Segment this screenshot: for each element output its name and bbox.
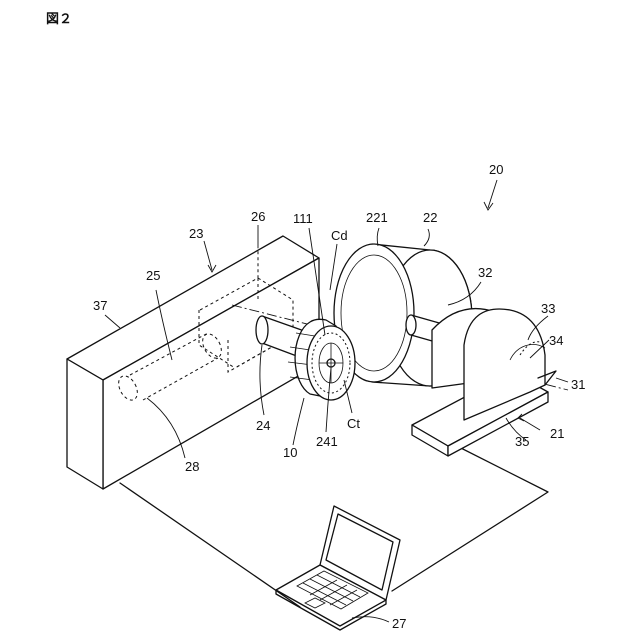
- label-25: 25: [146, 268, 160, 283]
- leader-31: [556, 378, 568, 382]
- label-28: 28: [185, 459, 199, 474]
- label-24: 24: [256, 418, 270, 433]
- leader-37: [105, 315, 120, 328]
- housing-23: [67, 236, 319, 489]
- label-241: 241: [316, 434, 338, 449]
- leader-Cd: [330, 244, 337, 290]
- bearing-stand-21: [412, 309, 556, 456]
- shaft-32-end: [406, 315, 416, 335]
- leader-221: [377, 228, 379, 246]
- leader-22: [424, 229, 429, 246]
- label-31: 31: [571, 377, 585, 392]
- cable-right: [392, 440, 548, 591]
- label-221: 221: [366, 210, 388, 225]
- label-22: 22: [423, 210, 437, 225]
- housing-front-face: [67, 359, 103, 489]
- leader-27: [352, 617, 389, 622]
- label-23: 23: [189, 226, 203, 241]
- label-111: 111: [293, 211, 313, 226]
- label-26: 26: [251, 209, 265, 224]
- leader-10: [293, 398, 304, 445]
- label-32: 32: [478, 265, 492, 280]
- label-Cd: Cd: [331, 228, 348, 243]
- shaft-end: [256, 316, 268, 344]
- label-21: 21: [550, 426, 564, 441]
- leader-21: [520, 418, 540, 430]
- laptop-27: [276, 506, 400, 630]
- label-35: 35: [515, 434, 529, 449]
- label-33: 33: [541, 301, 555, 316]
- label-34: 34: [549, 333, 563, 348]
- figure-title: 図２: [46, 12, 72, 27]
- cable-left: [120, 483, 300, 607]
- label-10: 10: [283, 445, 297, 460]
- label-20: 20: [489, 162, 503, 177]
- label-Ct: Ct: [347, 416, 360, 431]
- label-27: 27: [392, 616, 406, 631]
- label-37: 37: [93, 298, 107, 313]
